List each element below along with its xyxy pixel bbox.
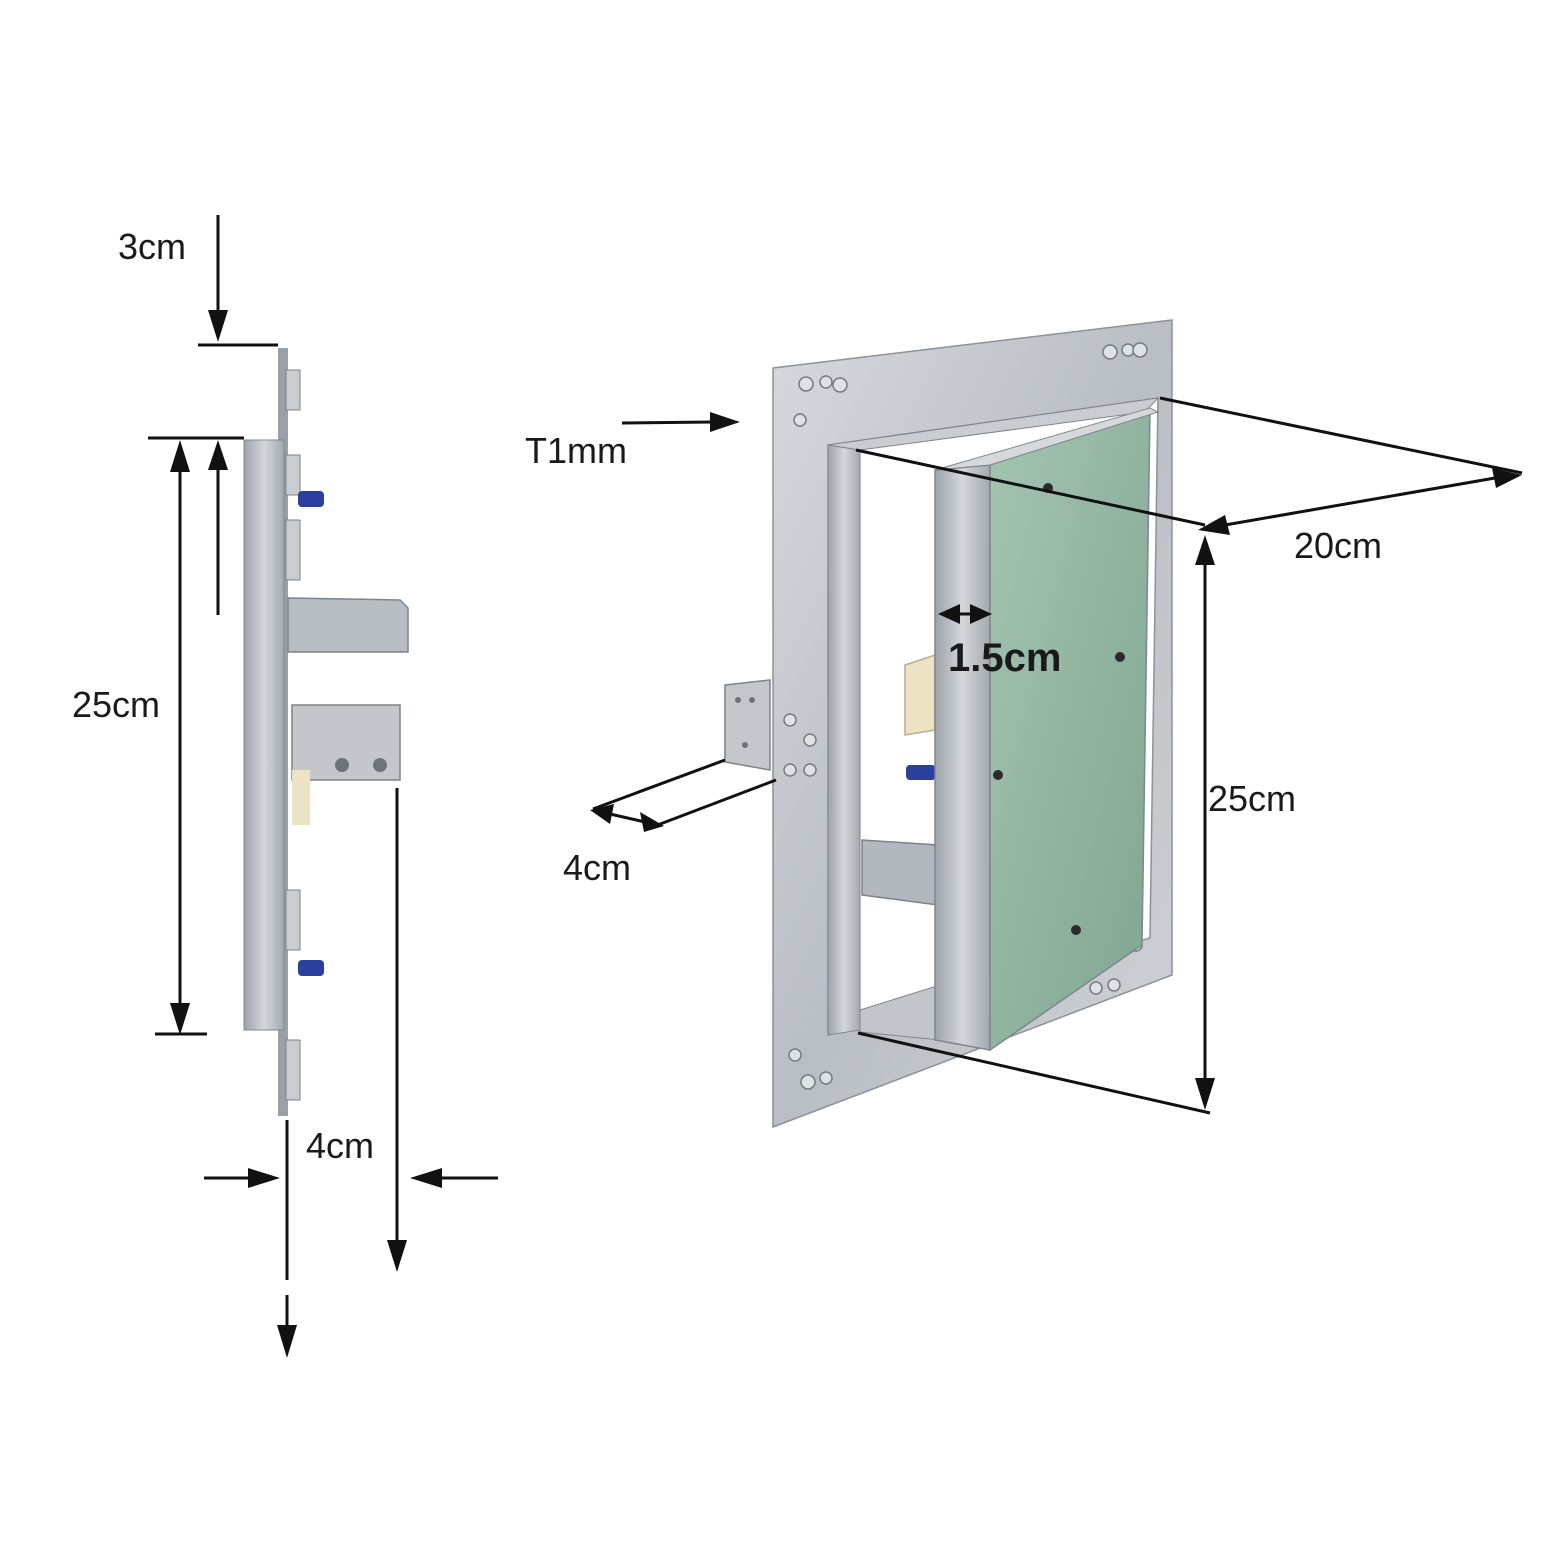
front-view: T1mm 20cm 25cm 1.5cm 4cm [525,319,1523,1129]
mounting-bracket [724,679,771,771]
width-label: 20cm [1294,525,1382,566]
side-height-label: 25cm [72,684,160,725]
board-holes [993,483,1125,935]
height-label: 25cm [1208,778,1296,819]
front-depth-label: 4cm [563,847,631,888]
side-flange-label: 3cm [118,226,186,267]
door-edge [934,464,991,1051]
side-view: 3cm 25cm 4cm [72,215,498,1358]
side-frame-body [243,439,285,1031]
door-board [989,408,1151,1052]
door-top-edge [934,407,1160,471]
front-blue-plug [906,765,936,780]
gap-label: 1.5cm [948,636,1061,680]
side-depth-label: 4cm [306,1125,374,1166]
side-spring-clip [287,597,409,653]
thickness-label: T1mm [525,430,627,471]
side-latch-cream [292,770,310,825]
frame-left-wall [827,444,861,1036]
side-screws [285,369,301,1101]
spring-strip [861,839,939,906]
cream-latch [904,653,936,736]
